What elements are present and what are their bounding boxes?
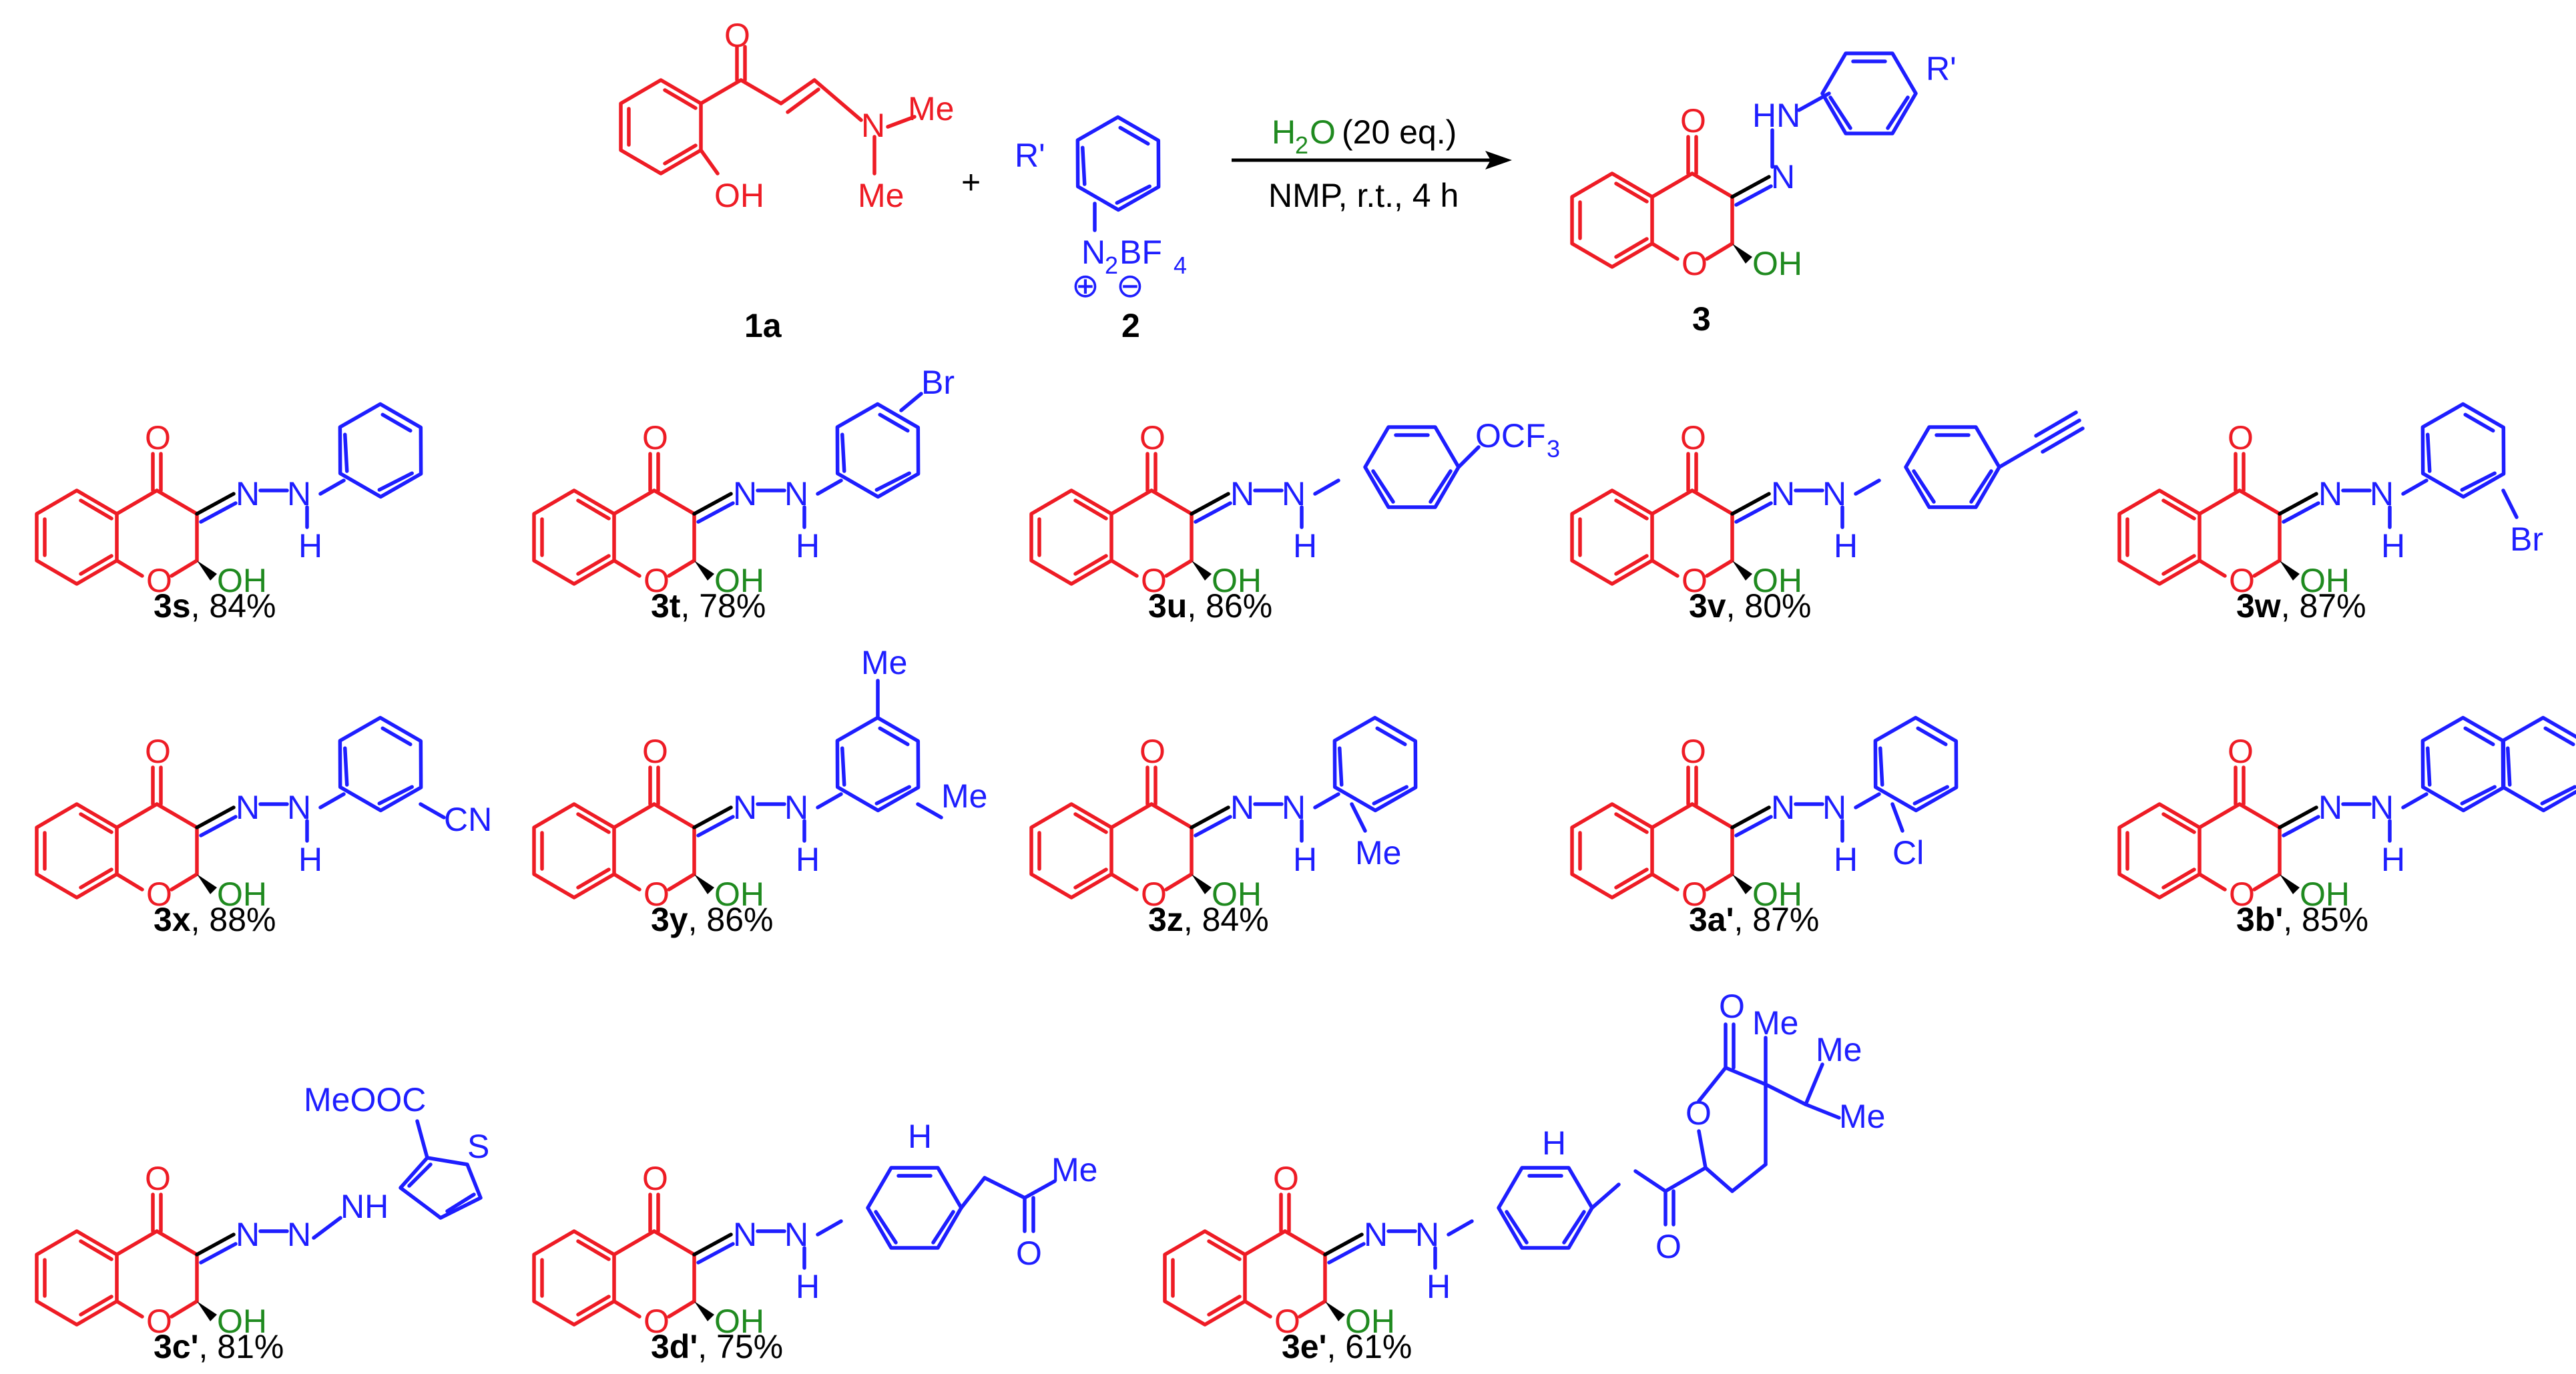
product-3u: N H OCF 3: [1031, 417, 1560, 599]
yield-3b-prime: 3b', 85%: [2236, 901, 2368, 938]
product-3x: N H CN: [37, 706, 492, 913]
gem-me-1: Me: [1816, 1031, 1862, 1068]
nh-h: H: [1293, 841, 1317, 878]
yield-3v: 3v, 80%: [1689, 587, 1811, 625]
product-3-general: HN R' 3: [1572, 50, 1957, 338]
ocf3: OCF: [1475, 417, 1546, 454]
yield-3e-prime: 3e', 61%: [1282, 1328, 1412, 1365]
yield-3y: 3y, 86%: [651, 901, 773, 938]
nh-n: N: [287, 1216, 311, 1253]
reactant2-n: N: [1081, 234, 1105, 271]
bromo: Br: [2510, 521, 2543, 558]
reactant2-n-sub: 2: [1105, 252, 1118, 279]
bromo: Br: [921, 364, 955, 401]
yield-3t: 3t, 78%: [651, 587, 766, 625]
conditions-equiv: (20 eq.): [1342, 113, 1457, 151]
nh-h: H: [796, 527, 820, 565]
product3-hn: HN: [1752, 97, 1800, 134]
reactant1-oh: OH: [714, 177, 764, 214]
label-2: 2: [1121, 307, 1140, 344]
nh-thienyl: NH: [340, 1188, 389, 1225]
reactant-1a: O OH N Me Me 1a: [619, 17, 954, 344]
yield-3d-prime: 3d', 75%: [651, 1328, 783, 1365]
lactone-o-carbonyl: O: [1719, 988, 1745, 1025]
product-3v: N H: [1572, 410, 2085, 599]
conditions-water-h: H: [1272, 113, 1296, 151]
bridgehead-me: Me: [1752, 1004, 1798, 1042]
nh-h: H: [1834, 527, 1858, 565]
acetyl-me: Me: [1051, 1151, 1097, 1188]
amide-o: O: [1016, 1235, 1042, 1272]
conditions-solvent: NMP, r.t., 4 h: [1268, 177, 1459, 214]
methyl-ortho: Me: [1355, 834, 1401, 872]
reactant2-bf: BF: [1119, 234, 1162, 271]
nh-h: H: [796, 1268, 820, 1305]
methyl-top: Me: [861, 644, 907, 681]
product-3s: N H: [37, 392, 441, 599]
yield-3c-prime: 3c', 81%: [154, 1328, 284, 1365]
reactant1-carbonyl-o: O: [724, 17, 750, 54]
chloro: Cl: [1892, 834, 1924, 872]
nh-h: H: [1293, 527, 1317, 565]
ocf3-sub: 3: [1547, 435, 1560, 462]
reactant2-bf-sub: 4: [1174, 252, 1187, 279]
nh-h: H: [2381, 841, 2405, 878]
cyano: CN: [444, 801, 492, 838]
nh-h: H: [1427, 1268, 1451, 1305]
product-3e-prime: N H H O O O Me Me Me: [1165, 988, 1885, 1340]
label-3: 3: [1692, 300, 1711, 338]
ester: MeOOC: [304, 1081, 426, 1118]
methyl-right: Me: [941, 777, 987, 815]
product-3a-prime: N H Cl: [1572, 706, 1977, 913]
product-3c-prime: N NH S MeOOC: [37, 1081, 489, 1340]
amide-nh: H: [1542, 1124, 1566, 1162]
reactant2-rprime: R': [1015, 137, 1045, 174]
conditions-water-sub: 2: [1295, 131, 1308, 159]
thiophene-s: S: [467, 1128, 489, 1165]
yield-3x: 3x, 88%: [154, 901, 276, 938]
reactant1-n: N: [861, 107, 885, 144]
gem-me-2: Me: [1839, 1098, 1885, 1135]
reaction-arrow: H 2 O (20 eq.) NMP, r.t., 4 h: [1232, 113, 1512, 214]
product-3t: N H Br: [534, 364, 955, 599]
product-3y: N H Me Me: [534, 644, 987, 913]
product-3z: N H Me: [1031, 706, 1436, 913]
amide-o: O: [1655, 1228, 1682, 1265]
reactant1-me1: Me: [908, 90, 954, 127]
nh-h: H: [298, 527, 322, 565]
product-3d-prime: N H H O Me: [534, 1118, 1097, 1340]
reactant1-me2: Me: [858, 177, 904, 214]
yield-3z: 3z, 84%: [1148, 901, 1269, 938]
nh-h: H: [796, 841, 820, 878]
nh-h: H: [298, 841, 322, 878]
yield-3s: 3s, 84%: [154, 587, 276, 625]
yield-3a-prime: 3a', 87%: [1689, 901, 1819, 938]
reactant2-plus-charge: ⊕: [1071, 267, 1099, 304]
reactant2-minus-charge: ⊖: [1116, 267, 1144, 304]
conditions-water-o: O: [1310, 113, 1336, 151]
yield-3u: 3u, 86%: [1148, 587, 1272, 625]
reactant-2: R' N 2 BF 4 ⊕ ⊖ 2: [1015, 105, 1187, 344]
amide-nh: H: [908, 1118, 932, 1155]
nh-h: H: [1834, 841, 1858, 878]
plus-sign: +: [961, 163, 981, 201]
product-3b-prime: N H: [2119, 706, 2576, 913]
product-3w: N H Br: [2119, 392, 2543, 599]
product3-rprime: R': [1926, 50, 1957, 87]
yield-3w: 3w, 87%: [2236, 587, 2366, 625]
label-1a: 1a: [744, 307, 782, 344]
nh-h: H: [2381, 527, 2405, 565]
